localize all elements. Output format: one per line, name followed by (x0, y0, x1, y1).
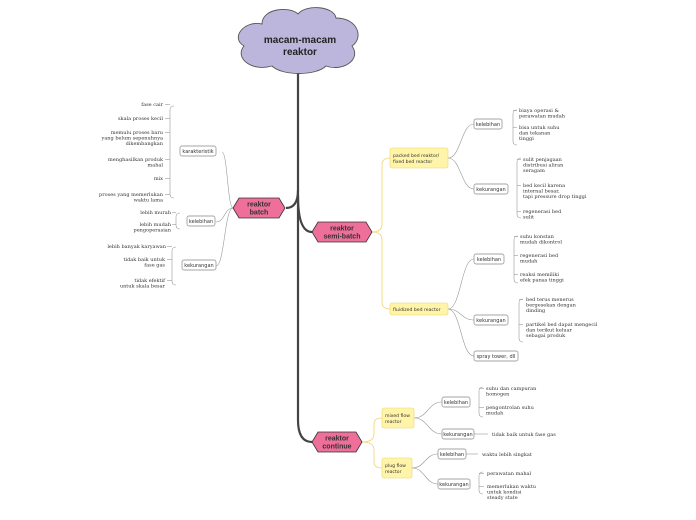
spray-tower-node[interactable] (473, 350, 519, 362)
mixed-kekurangan-item: tidak baik untuk fase gas (492, 432, 556, 438)
mixed-kelebihan-node[interactable] (441, 396, 471, 408)
plug-kekurangan-node-label: kekurangan (439, 482, 468, 488)
connector (447, 157, 475, 190)
fluidized-kekurangan-node[interactable] (473, 314, 509, 326)
fluidized-kelebihan-node[interactable] (473, 253, 505, 265)
connector (221, 151, 234, 209)
packed-bed-node[interactable] (389, 147, 449, 169)
mixed-kekurangan-node[interactable] (441, 428, 475, 440)
reaktor-semibatch-node[interactable] (311, 221, 373, 243)
plug-kekurangan-node[interactable] (437, 478, 471, 490)
trunk-batch (285, 189, 300, 210)
plug-kelebihan-item: waktu lebih singkat (482, 452, 532, 458)
fluidized-bed-node-label: fluidized bed reactor (393, 307, 441, 313)
mixed-flow-node[interactable] (381, 407, 415, 429)
bracket (478, 471, 484, 495)
plug-kekurangan-item: perawatan mahal (487, 471, 532, 477)
connector (215, 207, 234, 223)
connector (447, 258, 475, 310)
connector (413, 417, 443, 435)
batch-kekurangan-node[interactable] (181, 259, 217, 271)
spray-tower-node-label: spray tower, dll (477, 354, 516, 360)
packed-bed-node-label: packed bed reaktor/fixed bed reactor (393, 153, 440, 165)
connector (447, 308, 475, 357)
mixed-kekurangan-node-label: kekurangan (443, 432, 472, 438)
connector (411, 467, 439, 485)
packed-kekurangan-node[interactable] (473, 183, 509, 195)
connector (215, 207, 234, 267)
karakteristik-item: skala proses kecil (118, 116, 163, 122)
bracket (513, 235, 519, 284)
fluidized-bed-node[interactable] (389, 302, 449, 316)
bracket (169, 105, 175, 199)
batch-kelebihan-node-label: kelebihan (189, 219, 213, 225)
karakteristik-node[interactable] (179, 145, 217, 157)
karakteristik-item: fase cair (141, 102, 163, 108)
connector (411, 453, 439, 469)
batch-kekurangan-node-label: kekurangan (184, 263, 213, 269)
trunk-semibatch (296, 66, 313, 234)
packed-kekurangan-node-label: kekurangan (476, 187, 505, 193)
connector (413, 401, 443, 419)
reaktor-continue-node[interactable] (311, 431, 363, 453)
karakteristik-node-label: karakteristik (182, 149, 213, 155)
batch-kelebihan-node[interactable] (186, 215, 216, 227)
bracket (175, 212, 181, 230)
plug-flow-node[interactable] (381, 457, 413, 479)
connector (371, 157, 391, 233)
fluidized-kelebihan-node-label: kelebihan (477, 257, 501, 263)
batch-kelebihan-item: lebih murah (140, 210, 172, 216)
karakteristik-item: mix (154, 176, 163, 182)
packed-kelebihan-node-label: kelebihan (476, 122, 500, 128)
bracket (171, 246, 177, 286)
connector (447, 308, 475, 321)
plug-kelebihan-node[interactable] (437, 448, 467, 460)
connector (361, 417, 383, 443)
batch-kekurangan-item: lebih banyak karyawan (107, 244, 166, 250)
bracket (516, 157, 522, 219)
fluidized-kekurangan-node-label: kekurangan (476, 318, 505, 324)
plug-kelebihan-node-label: kelebihan (440, 452, 464, 458)
trunk-continue (296, 196, 313, 444)
connector (371, 231, 391, 310)
bracket (478, 386, 484, 418)
packed-kelebihan-item: biaya operasi &perawatan mudah (519, 108, 566, 120)
reaktor-batch-node[interactable] (232, 197, 286, 219)
packed-kelebihan-node[interactable] (473, 118, 503, 130)
bracket (518, 298, 524, 343)
connector (361, 441, 383, 469)
mixed-kelebihan-node-label: kelebihan (444, 400, 468, 406)
root-cloud[interactable] (237, 7, 359, 74)
connector (447, 123, 475, 159)
